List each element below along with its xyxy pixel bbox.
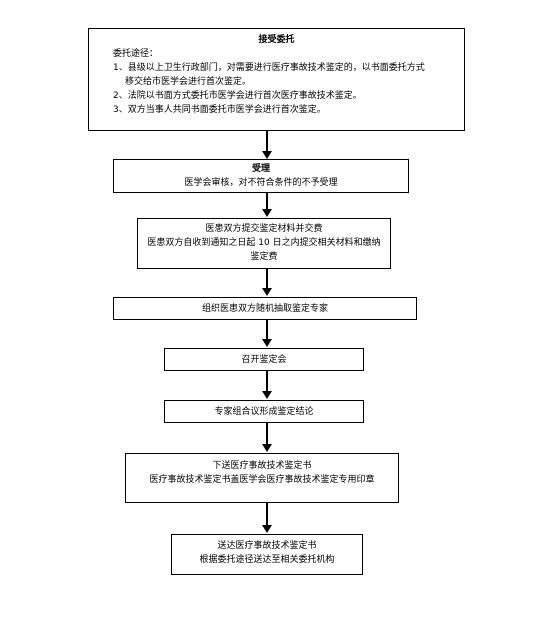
step-submit-desc-2: 鉴定费 (250, 252, 278, 262)
commission-route-label: 委托途径： (113, 49, 159, 59)
arrow-3-head (262, 288, 272, 296)
step-hold-meeting: 召开鉴定会 (164, 348, 364, 371)
commission-route-3: 3、双方当事人共同书面委托市医学会进行首次鉴定。 (113, 105, 326, 115)
arrow-5-head (262, 391, 272, 399)
arrow-6 (266, 423, 268, 445)
step-issue-report: 下送医疗事故技术鉴定书 医疗事故技术鉴定书盖医学会医疗事故技术鉴定专用印章 (125, 453, 399, 503)
arrow-2-head (262, 209, 272, 217)
arrow-2 (266, 193, 268, 210)
step-submit-materials: 医患双方提交鉴定材料并交费 医患双方自收到通知之日起 10 日之内提交相关材料和… (137, 218, 391, 269)
step-acceptance: 受理 医学会审核，对不符合条件的不予受理 (113, 159, 409, 193)
step-submit-desc-1: 医患双方自收到通知之日起 10 日之内提交相关材料和缴纳 (147, 238, 381, 248)
arrow-1 (266, 131, 268, 152)
step-issue-report-title: 下送医疗事故技术鉴定书 (212, 461, 312, 471)
step-conclusion: 专家组合议形成鉴定结论 (164, 400, 364, 423)
step-accept-title: 接受委托 (258, 35, 295, 45)
step-acceptance-title: 受理 (251, 164, 270, 174)
step-deliver-report: 送达医疗事故技术鉴定书 根据委托途径送达至相关委托机构 (171, 534, 363, 575)
step-submit-title: 医患双方提交鉴定材料并交费 (205, 224, 323, 234)
step-select-experts: 组织医患双方随机抽取鉴定专家 (113, 297, 417, 320)
arrow-3 (266, 269, 268, 289)
arrow-4-head (262, 339, 272, 347)
arrow-7 (266, 503, 268, 526)
step-select-experts-title: 组织医患双方随机抽取鉴定专家 (201, 304, 328, 314)
step-deliver-report-title: 送达医疗事故技术鉴定书 (217, 541, 317, 551)
arrow-4 (266, 320, 268, 340)
step-issue-report-desc: 医疗事故技术鉴定书盖医学会医疗事故技术鉴定专用印章 (149, 475, 375, 485)
step-accept-commission: 接受委托 委托途径： 1、县级以上卫生行政部门，对需要进行医疗事故技术鉴定的，以… (88, 28, 465, 131)
step-deliver-report-desc: 根据委托途径送达至相关委托机构 (199, 555, 335, 565)
step-hold-meeting-title: 召开鉴定会 (241, 355, 287, 365)
arrow-5 (266, 371, 268, 392)
step-acceptance-desc: 医学会审核，对不符合条件的不予受理 (184, 178, 338, 188)
commission-route-2: 2、法院以书面方式委托市医学会进行首次医疗事故技术鉴定。 (113, 91, 362, 101)
commission-route-1: 1、县级以上卫生行政部门，对需要进行医疗事故技术鉴定的，以书面委托方式 (113, 63, 425, 73)
commission-route-1-cont: 移交给市医学会进行首次鉴定。 (125, 77, 252, 87)
arrow-1-head (262, 151, 272, 159)
step-conclusion-title: 专家组合议形成鉴定结论 (214, 407, 314, 417)
arrow-6-head (262, 444, 272, 452)
arrow-7-head (262, 525, 272, 533)
